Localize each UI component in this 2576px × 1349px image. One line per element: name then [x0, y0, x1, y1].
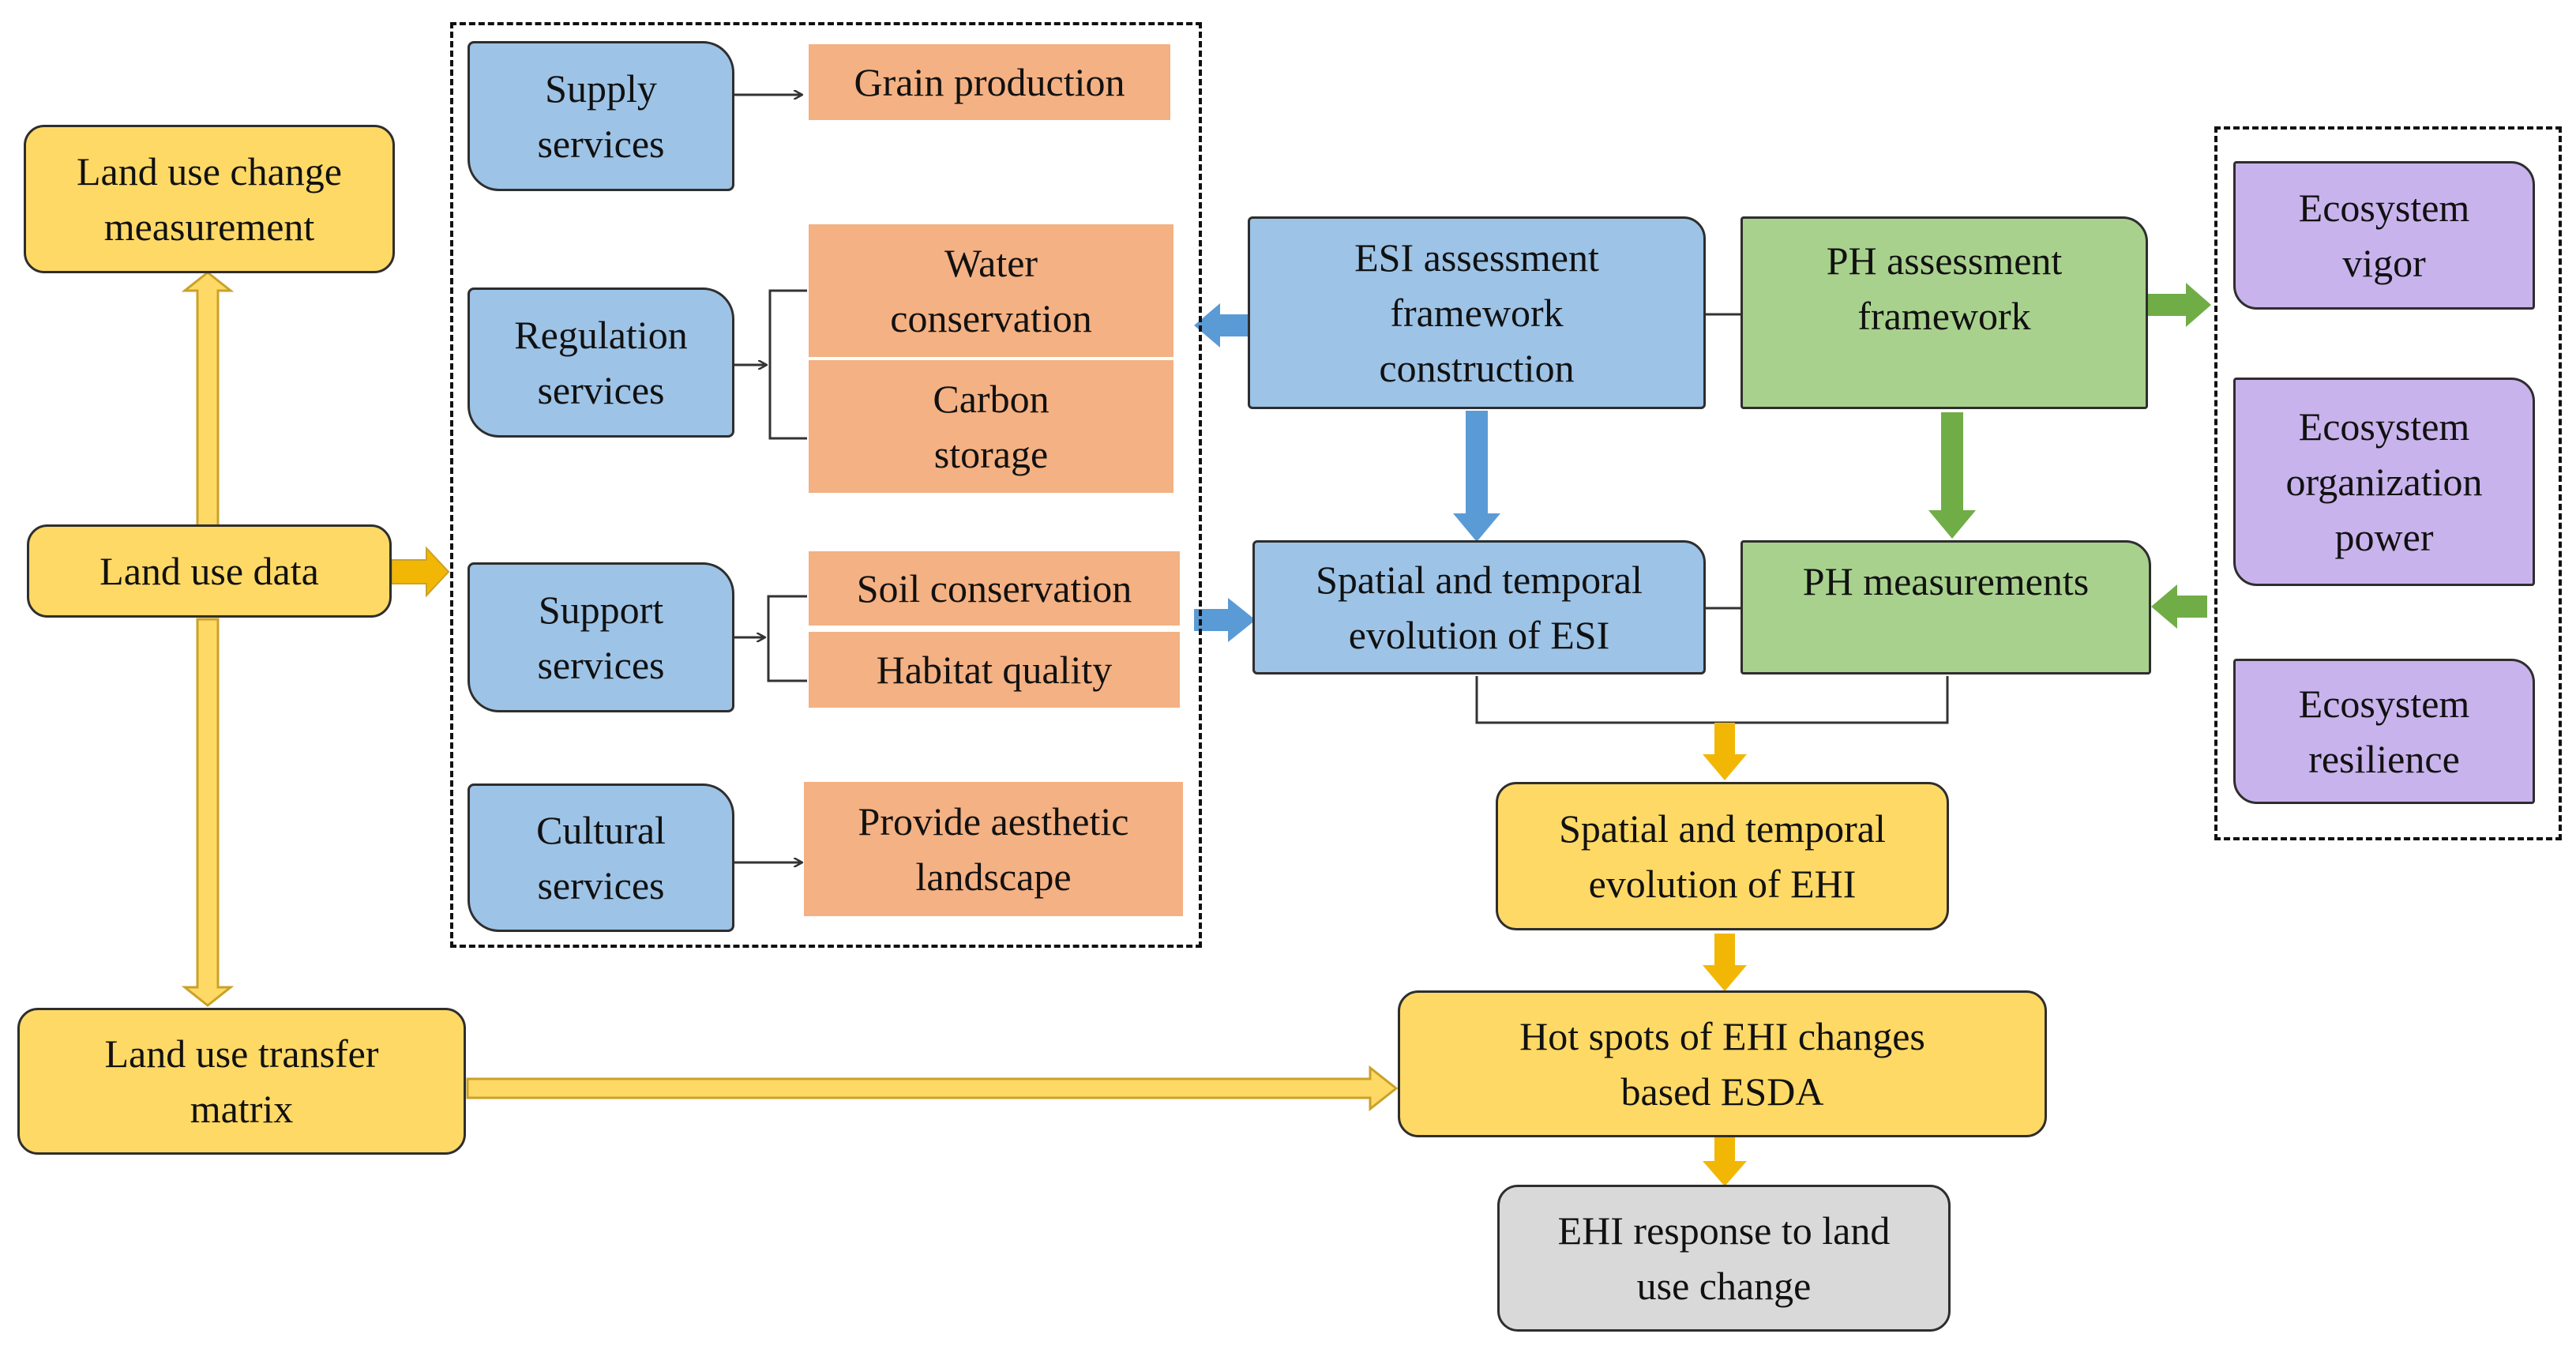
bracket-regulation	[768, 289, 807, 440]
arrow-matrix-to-hotspots	[466, 1065, 1399, 1112]
arrow-merge-to-ehi-evolution	[1703, 723, 1747, 780]
supply-services: Supply services	[468, 41, 734, 191]
ecosystem-organization-power: Ecosystem organization power	[2233, 378, 2535, 586]
habitat-quality: Habitat quality	[809, 632, 1180, 708]
arrow-hotspots-to-response	[1703, 1137, 1747, 1186]
bracket-esi-ph-merge	[1475, 676, 1949, 724]
land-use-change-measurement: Land use change measurement	[24, 125, 395, 273]
bracket-support	[767, 595, 807, 682]
grain-production: Grain production	[809, 44, 1170, 120]
services-group-frame	[450, 22, 1202, 948]
ecosystem-resilience: Ecosystem resilience	[2233, 659, 2535, 804]
ehi-response-to-land-use-change: EHI response to land use change	[1497, 1185, 1951, 1332]
ecosystem-group-frame	[2214, 126, 2562, 840]
soil-conservation: Soil conservation	[809, 551, 1180, 626]
ph-assessment-framework: PH assessment framework	[1740, 216, 2148, 409]
support-services: Support services	[468, 562, 734, 712]
ecosystem-vigor: Ecosystem vigor	[2233, 161, 2535, 310]
arrow-ph-framework-to-vigor	[2148, 283, 2211, 327]
arrow-data-to-change-measurement	[181, 271, 235, 528]
arrow-ehi-evolution-to-hotspots	[1703, 934, 1747, 991]
arrow-ph-framework-to-measurements	[1928, 412, 1976, 539]
arrow-esi-framework-to-evolution	[1453, 411, 1500, 542]
arrow-services-to-esi-evolution	[1194, 598, 1256, 642]
land-use-transfer-matrix: Land use transfer matrix	[17, 1008, 466, 1155]
cultural-services: Cultural services	[468, 783, 734, 932]
arrow-ecosystem-to-ph-measurements	[2151, 584, 2207, 629]
ph-measurements: PH measurements	[1740, 540, 2151, 674]
water-conservation: Water conservation	[809, 224, 1173, 357]
ehi-spatial-temporal-evolution: Spatial and temporal evolution of EHI	[1496, 782, 1949, 930]
ehi-hotspots-esda: Hot spots of EHI changes based ESDA	[1398, 990, 2047, 1137]
esi-spatial-temporal-evolution: Spatial and temporal evolution of ESI	[1252, 540, 1706, 674]
arrow-esi-framework-to-services	[1194, 303, 1250, 348]
regulation-services: Regulation services	[468, 287, 734, 438]
carbon-storage: Carbon storage	[809, 360, 1173, 493]
land-use-data: Land use data	[27, 524, 392, 618]
esi-assessment-framework: ESI assessment framework construction	[1248, 216, 1706, 409]
provide-aesthetic-landscape: Provide aesthetic landscape	[804, 782, 1183, 916]
arrow-data-to-services	[391, 546, 450, 598]
arrow-data-to-transfer-matrix	[181, 618, 235, 1007]
